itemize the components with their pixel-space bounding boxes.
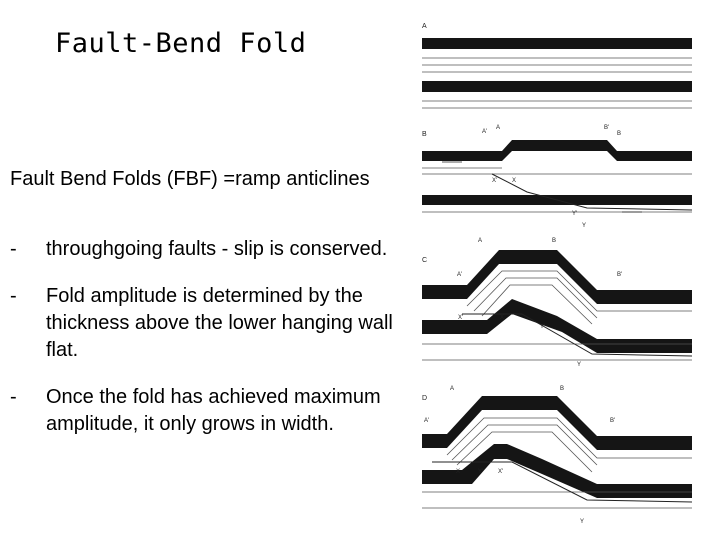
thin-layer [456,431,593,473]
intro-text: Fault Bend Folds (FBF) =ramp anticlines [10,168,370,190]
panel-letter: B [422,131,427,138]
thin-layer [473,277,598,319]
point-label: A [450,386,454,392]
black-layer [422,396,692,450]
fold-diagram: A B A' A B' B X' X Y' Y [422,23,693,525]
black-layer [422,81,692,92]
point-label: X' [498,469,503,475]
thin-layer [466,270,692,312]
point-label: X [456,469,460,475]
panel-c: C A B A' B' X' X Y' Y [422,238,693,368]
point-label: X [500,315,504,321]
panel-letter: A [422,23,427,30]
point-label: A [478,238,482,244]
fault-bend-fold-figure: A B A' A B' B X' X Y' Y [412,14,696,528]
point-label: X' [492,178,497,184]
black-layer [422,38,692,49]
point-label: A' [482,129,487,135]
black-layer [422,444,692,498]
point-label: X' [458,315,463,321]
bullet-marker: - [10,238,17,260]
point-label: X [512,178,516,184]
point-label: Y [577,362,581,368]
point-label: Y [580,519,584,525]
thin-layer [451,424,598,466]
slide-title: Fault-Bend Fold [55,28,307,59]
bullet-list: - throughgoing faults - slip is conserve… [10,236,420,458]
black-layer [422,299,692,353]
black-layer [422,140,692,161]
fault-line [432,461,693,503]
point-label: B [617,131,621,137]
bullet-item: - throughgoing faults - slip is conserve… [10,236,420,263]
fault-line [462,313,693,357]
point-label: Y' [478,469,483,475]
point-label: Y [582,223,586,229]
point-label: B [560,386,564,392]
point-label: A' [457,272,462,278]
panel-b: B A' A B' B X' X Y' Y [422,125,693,229]
black-layer [422,250,692,304]
bullet-marker: - [10,285,17,307]
point-label: B' [617,272,622,278]
fault-line [491,173,693,211]
bullet-text: Fold amplitude is determined by the thic… [46,285,393,361]
thin-layer [481,284,593,325]
panel-letter: C [422,257,427,264]
bullet-text: throughgoing faults - slip is conserved. [46,238,388,260]
point-label: B' [610,418,615,424]
bullet-item: - Once the fold has achieved maximum amp… [10,384,420,438]
bullet-text: Once the fold has achieved maximum ampli… [46,386,381,435]
point-label: A' [424,418,429,424]
bullet-marker: - [10,386,17,408]
point-label: Y' [572,211,577,217]
panel-letter: D [422,395,427,402]
point-label: B' [604,125,609,131]
panel-a: A [422,23,692,109]
point-label: B [552,238,556,244]
point-label: A [496,125,500,131]
point-label: Y' [540,324,545,330]
bullet-item: - Fold amplitude is determined by the th… [10,283,420,364]
thin-layer [446,417,692,459]
panel-d: D A B A' B' X Y' X' Y [422,386,693,525]
